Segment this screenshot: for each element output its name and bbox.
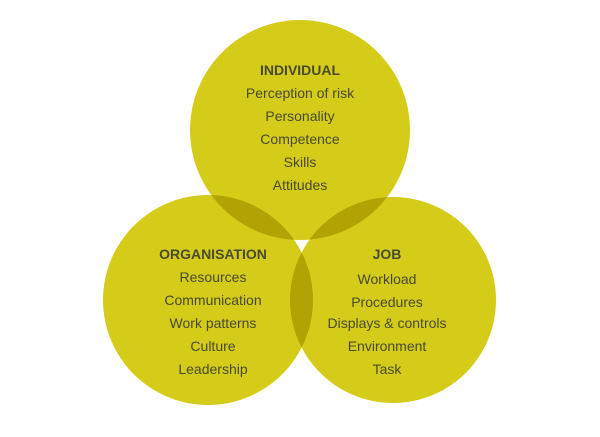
individual-item: Personality bbox=[265, 108, 334, 124]
individual-title: INDIVIDUAL bbox=[260, 62, 341, 78]
job-group: JOB Workload Procedures Displays & contr… bbox=[327, 246, 446, 377]
job-item: Procedures bbox=[351, 294, 423, 310]
job-item: Displays & controls bbox=[327, 315, 446, 331]
organisation-title: ORGANISATION bbox=[159, 246, 267, 262]
job-item: Task bbox=[373, 361, 403, 377]
individual-item: Competence bbox=[260, 131, 340, 147]
individual-group: INDIVIDUAL Perception of risk Personalit… bbox=[246, 62, 355, 193]
individual-item: Attitudes bbox=[273, 177, 327, 193]
organisation-circle bbox=[103, 195, 313, 405]
organisation-group: ORGANISATION Resources Communication Wor… bbox=[159, 246, 267, 377]
organisation-item: Resources bbox=[180, 269, 247, 285]
job-circle bbox=[290, 197, 496, 403]
organisation-item: Culture bbox=[190, 338, 235, 354]
job-item: Workload bbox=[358, 271, 417, 287]
individual-item: Skills bbox=[284, 154, 317, 170]
job-item: Environment bbox=[348, 338, 427, 354]
individual-item: Perception of risk bbox=[246, 85, 355, 101]
job-title: JOB bbox=[373, 246, 402, 262]
individual-circle bbox=[190, 20, 410, 240]
circles bbox=[103, 20, 496, 405]
organisation-item: Work patterns bbox=[170, 315, 257, 331]
organisation-item: Leadership bbox=[178, 361, 247, 377]
organisation-item: Communication bbox=[164, 292, 261, 308]
